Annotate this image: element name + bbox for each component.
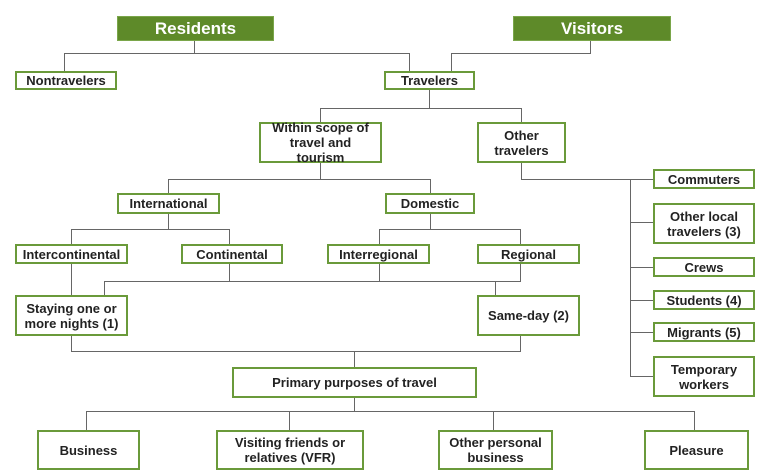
connector: [630, 376, 653, 377]
regional-box: Regional: [477, 244, 580, 264]
connector: [71, 336, 72, 351]
nontravelers-box: Nontravelers: [15, 71, 117, 90]
connector: [289, 411, 290, 430]
connector: [451, 53, 452, 71]
purpose-business-box: Business: [37, 430, 140, 470]
connector: [429, 89, 430, 108]
purpose-vfr-box: Visiting friends or relatives (VFR): [216, 430, 364, 470]
connector: [520, 264, 521, 281]
continental-box: Continental: [181, 244, 283, 264]
crews-box: Crews: [653, 257, 755, 277]
connector: [630, 300, 653, 301]
connector: [409, 53, 410, 71]
connector: [521, 108, 522, 122]
connector: [320, 108, 321, 122]
interregional-box: Interregional: [327, 244, 430, 264]
domestic-box: Domestic: [385, 193, 475, 214]
purpose-label: Other personal business: [449, 435, 542, 465]
connector: [379, 264, 380, 281]
connector: [64, 53, 65, 71]
connector: [630, 179, 631, 376]
same-day-label: Same-day (2): [488, 308, 569, 323]
connector: [194, 40, 195, 53]
connector: [71, 351, 521, 352]
same-day-box: Same-day (2): [477, 295, 580, 336]
other-travelers-box: Other travelers: [477, 122, 566, 163]
connector: [521, 179, 653, 180]
connector: [590, 40, 591, 53]
other-traveler-label: Commuters: [667, 171, 741, 187]
connector: [379, 229, 380, 244]
connector: [520, 229, 521, 244]
connector: [71, 229, 72, 244]
regional-label: Regional: [501, 246, 556, 262]
connector: [694, 411, 695, 430]
connector: [451, 53, 591, 54]
visitors-label: Visitors: [560, 18, 624, 38]
overnight-box: Staying one or more nights (1): [15, 295, 128, 336]
connector: [493, 411, 494, 430]
travelers-label: Travelers: [400, 73, 459, 88]
connector: [630, 332, 653, 333]
connector: [320, 108, 522, 109]
purpose-other-personal-box: Other personal business: [438, 430, 553, 470]
other-traveler-label: Other local travelers (3): [667, 208, 741, 239]
connector: [430, 179, 431, 193]
connector: [168, 213, 169, 229]
international-label: International: [129, 196, 208, 211]
connector: [520, 336, 521, 351]
other-traveler-label: Crews: [684, 259, 724, 275]
within-scope-box: Within scope of travel and tourism: [259, 120, 382, 165]
residents-label: Residents: [154, 18, 237, 38]
connector: [71, 229, 230, 230]
purpose-pleasure-box: Pleasure: [644, 430, 749, 470]
connector: [104, 281, 521, 282]
connector: [379, 229, 521, 230]
connector: [229, 264, 230, 281]
purpose-label: Business: [59, 442, 118, 458]
other-local-travelers-box: Other local travelers (3): [653, 203, 755, 244]
connector: [630, 267, 653, 268]
connector: [168, 179, 431, 180]
other-traveler-label: Students (4): [666, 292, 742, 308]
connector: [354, 397, 355, 411]
residents-header: Residents: [117, 16, 274, 41]
students-box: Students (4): [653, 290, 755, 310]
connector: [354, 351, 355, 367]
connector: [630, 222, 653, 223]
connector: [104, 281, 105, 296]
connector: [521, 162, 522, 179]
migrants-box: Migrants (5): [653, 322, 755, 342]
visitors-header: Visitors: [513, 16, 671, 41]
connector: [495, 281, 496, 295]
connector: [86, 411, 87, 430]
connector: [168, 179, 169, 193]
commuters-box: Commuters: [653, 169, 755, 189]
connector: [430, 213, 431, 229]
connector: [71, 264, 72, 296]
purpose-label: Pleasure: [669, 442, 724, 458]
interregional-label: Interregional: [339, 246, 418, 262]
connector: [64, 53, 410, 54]
connector: [86, 411, 695, 412]
connector: [320, 162, 321, 179]
primary-purposes-box: Primary purposes of travel: [232, 367, 477, 398]
intercontinental-label: Intercontinental: [22, 246, 121, 262]
temporary-workers-box: Temporary workers: [653, 356, 755, 397]
overnight-label: Staying one or more nights (1): [24, 300, 119, 331]
other-traveler-label: Temporary workers: [670, 361, 738, 392]
other-traveler-label: Migrants (5): [667, 324, 741, 340]
connector: [229, 229, 230, 244]
intercontinental-box: Intercontinental: [15, 244, 128, 264]
continental-label: Continental: [196, 246, 268, 262]
within-scope-label: Within scope of travel and tourism: [272, 120, 369, 165]
other-travelers-label: Other travelers: [494, 127, 549, 158]
primary-purposes-label: Primary purposes of travel: [272, 375, 437, 390]
travelers-box: Travelers: [384, 71, 475, 90]
international-box: International: [117, 193, 220, 214]
nontravelers-label: Nontravelers: [26, 73, 106, 88]
purpose-label: Visiting friends or relatives (VFR): [234, 435, 346, 465]
domestic-label: Domestic: [400, 196, 460, 211]
